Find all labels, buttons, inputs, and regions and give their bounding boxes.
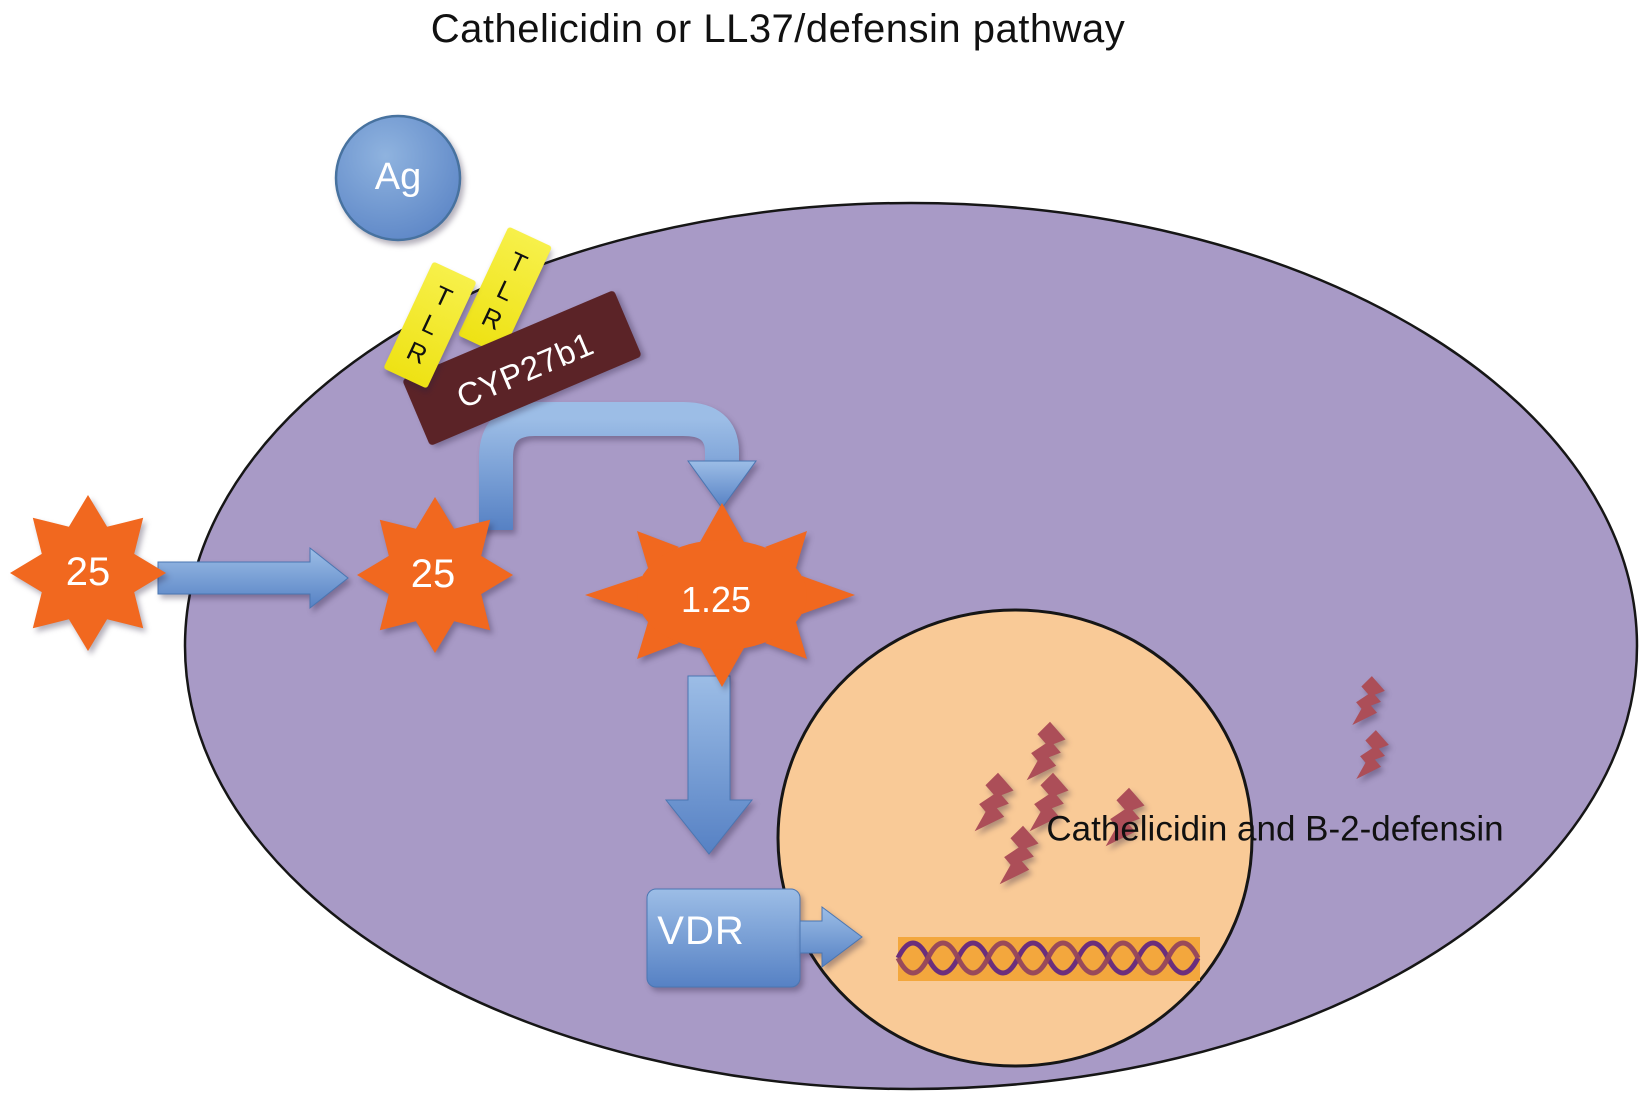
products-label: Cathelicidin and B-2-defensin (1046, 809, 1504, 849)
vitd25-outside-star (10, 495, 166, 651)
vitd25-inside-star (357, 497, 513, 653)
antigen-label: Ag (374, 156, 422, 198)
tlr-left (384, 262, 476, 388)
dna-strand-b (895, 940, 1201, 976)
arrow-25-to-125 (479, 402, 739, 530)
vitd25-outside-label: 25 (65, 550, 111, 594)
arrow-25-to-125-head (687, 460, 757, 509)
vitd125-sun (585, 503, 855, 687)
dna-strip (895, 937, 1201, 981)
vitd125-label: 1.25 (680, 579, 752, 620)
arrow-25-entry (157, 546, 349, 610)
vdr-label: VDR (657, 909, 745, 953)
arrow-vdr-to-dna (799, 906, 863, 968)
cyp27b1-box (403, 291, 641, 445)
arrow-125-to-vdr (664, 675, 754, 855)
tlr-right (458, 227, 552, 355)
diagram-title: Cathelicidin or LL37/defensin pathway (430, 7, 1126, 51)
antigen-circle (334, 114, 462, 242)
vitd25-inside-label: 25 (410, 552, 456, 596)
